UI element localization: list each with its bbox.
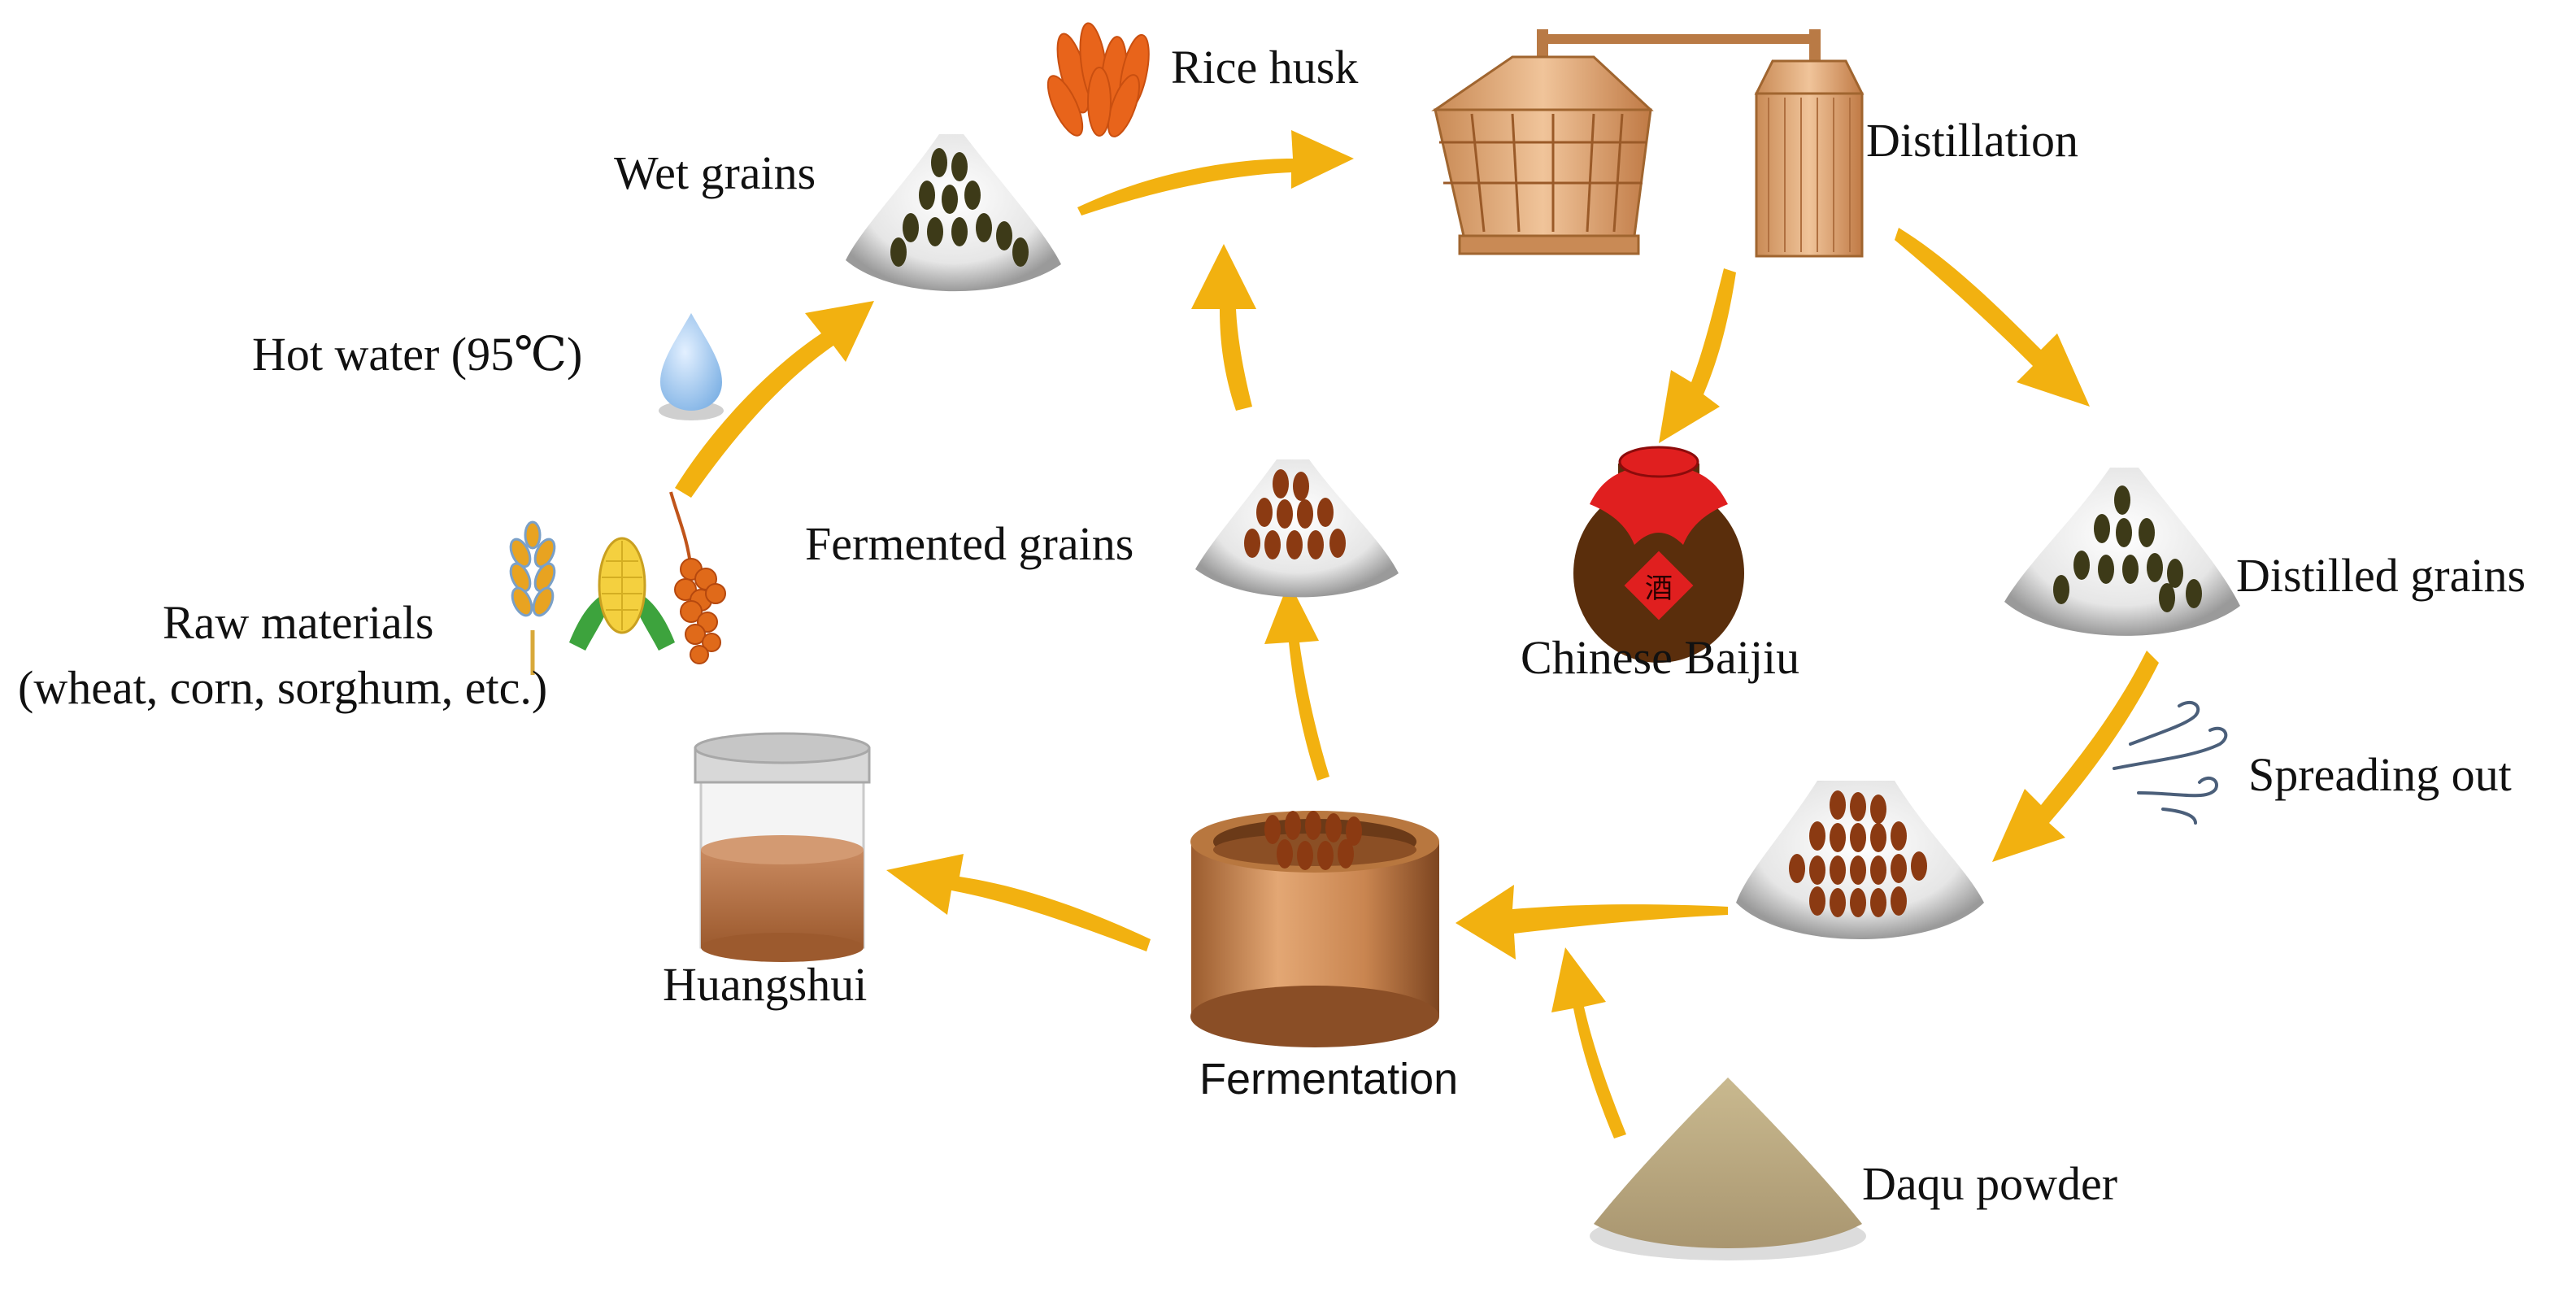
fermentation-pit-icon [1190,811,1439,1047]
rice-husk-icon [1046,22,1150,137]
arrow-raw-to-wet [675,301,874,498]
rice-husk-label: Rice husk [1171,41,1358,94]
wet-grains-pile-icon [846,134,1061,292]
wet-grains-label: Wet grains [614,146,816,199]
water-drop-icon [659,313,724,420]
fermented-grains-pile-icon [1195,459,1399,598]
distilled-grains-label: Distilled grains [2236,549,2526,602]
spreading-grains-pile-icon [1736,781,1984,939]
chinese-baijiu-label: Chinese Baijiu [1521,631,1799,684]
raw-materials-icon [509,491,726,675]
fermentation-label: Fermentation [1199,1055,1458,1104]
arrow-distillation-to-baijiu [1659,268,1736,443]
distilled-grains-pile-icon [2004,468,2240,636]
spreading-out-label: Spreading out [2248,748,2512,801]
arrow-wet-to-distillation [1077,130,1354,215]
wind-icon [2113,700,2228,825]
distillation-apparatus-icon [1431,29,1865,258]
hot-water-label: Hot water (95℃) [252,328,582,381]
arrows [675,130,2159,1138]
arrow-fermented-to-distillation [1191,244,1256,411]
distillation-label: Distillation [1866,114,2078,167]
daqu-powder-label: Daqu powder [1862,1157,2117,1210]
arrow-distillation-to-distilled [1895,228,2090,407]
baijiu-jar-character: 酒 [1645,572,1673,605]
fermented-grains-label: Fermented grains [805,517,1134,570]
arrow-spreading-to-fermentation [1456,885,1728,960]
baijiu-jar-icon: 酒 [1573,446,1744,663]
arrow-distilled-to-spreading [1992,651,2159,862]
raw-materials-label-line1: Raw materials [163,596,433,649]
huangshui-label: Huangshui [663,958,867,1011]
daqu-powder-pile-icon [1590,1077,1866,1260]
arrow-daqu-to-fermentation [1551,947,1626,1138]
arrow-fermentation-to-fermented [1264,581,1329,781]
raw-materials-label-line2: (wheat, corn, sorghum, etc.) [18,661,547,714]
arrow-fermentation-to-huangshui [886,854,1151,951]
huangshui-jar-icon [694,732,871,962]
